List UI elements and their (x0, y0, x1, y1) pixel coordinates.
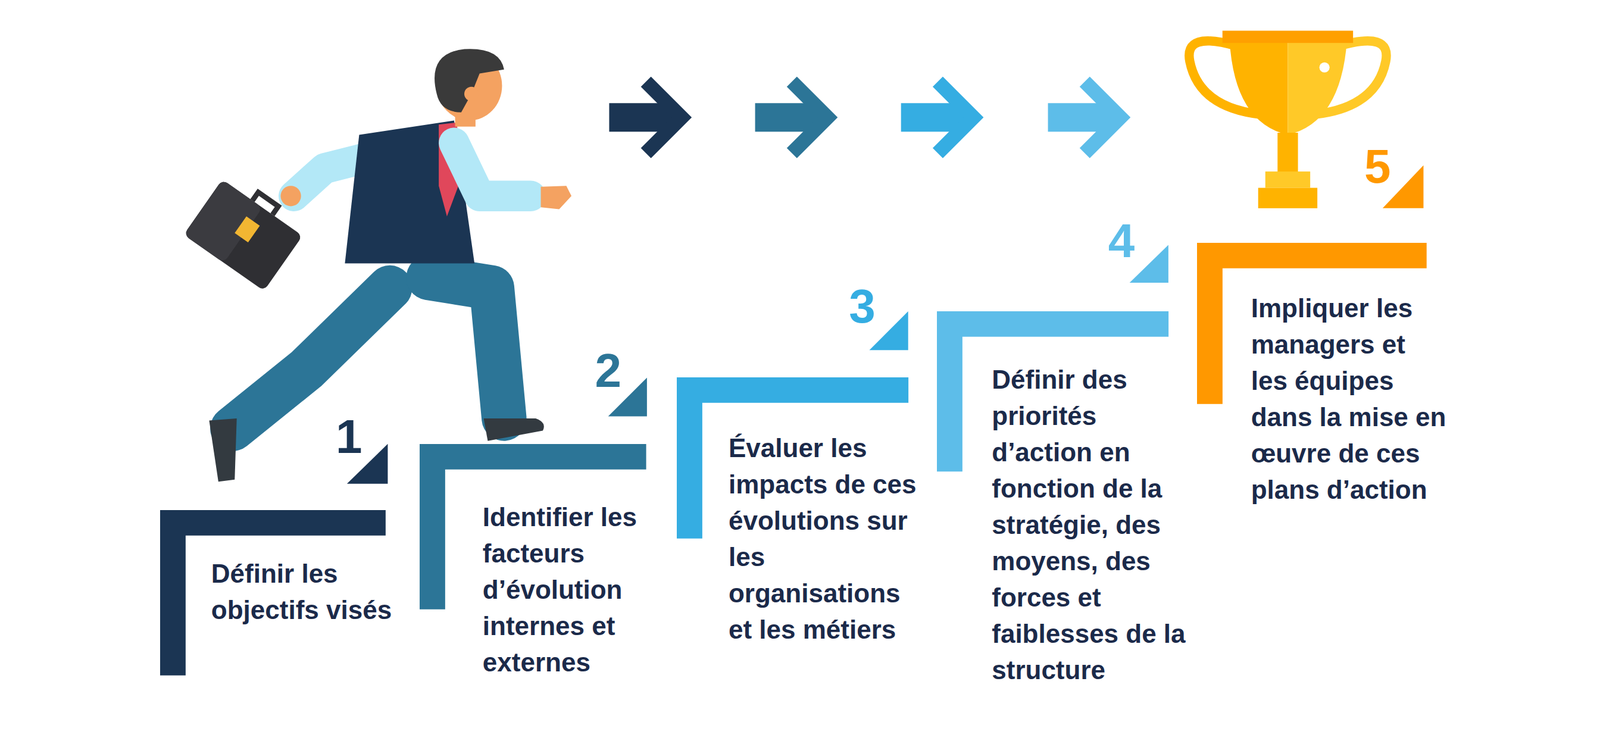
callout-number: 3 (848, 282, 876, 331)
trophy-base (1258, 188, 1318, 209)
arrow (1048, 81, 1121, 153)
arrow (755, 81, 828, 153)
briefcase (183, 171, 309, 292)
step-text: Impliquer les managers et les équipes da… (1251, 242, 1448, 508)
callout-number: 5 (1364, 142, 1392, 191)
businessman-figure (183, 48, 572, 482)
step-bracket (160, 510, 386, 676)
corner-triangle (1129, 245, 1169, 283)
step-text: Définir les objectifs visés (211, 510, 416, 628)
trophy-stem (1277, 132, 1298, 174)
front-shoe (483, 418, 545, 442)
step-shape (160, 510, 386, 676)
step-triangles (347, 165, 1424, 484)
progress-arrows (608, 81, 1121, 153)
front-hand (541, 185, 572, 209)
step-box: Définir des priorités d’action en foncti… (936, 311, 1192, 689)
trophy-shine (1319, 62, 1330, 73)
callout-number: 4 (1108, 217, 1136, 265)
ear (464, 86, 479, 102)
trophy-rim (1222, 30, 1353, 44)
trophy-cup (1229, 41, 1289, 136)
step-text: Évaluer les impacts de ces évolutions su… (728, 377, 929, 648)
callout-number: 1 (335, 413, 363, 461)
front-leg (428, 277, 505, 419)
back-shoe (208, 418, 237, 482)
front-arm (454, 142, 531, 196)
back-hand (280, 185, 301, 206)
trophy-base (1265, 171, 1311, 188)
step-box: Évaluer les impacts de ces évolutions su… (676, 377, 929, 648)
step-text: Identifier les facteurs d’évolution inte… (482, 444, 669, 681)
hair (434, 48, 505, 113)
back-leg (232, 288, 390, 430)
callout-number: 2 (594, 347, 622, 395)
step-box: Définir les objectifs visés (160, 510, 416, 628)
step-box: Impliquer les managers et les équipes da… (1197, 242, 1448, 508)
trophy (1189, 30, 1387, 209)
trophy-cup (1287, 41, 1347, 136)
arrow (608, 81, 682, 153)
arrow (901, 81, 974, 153)
step-box: Identifier les facteurs d’évolution inte… (419, 444, 669, 681)
step-text: Définir des priorités d’action en foncti… (991, 311, 1191, 689)
